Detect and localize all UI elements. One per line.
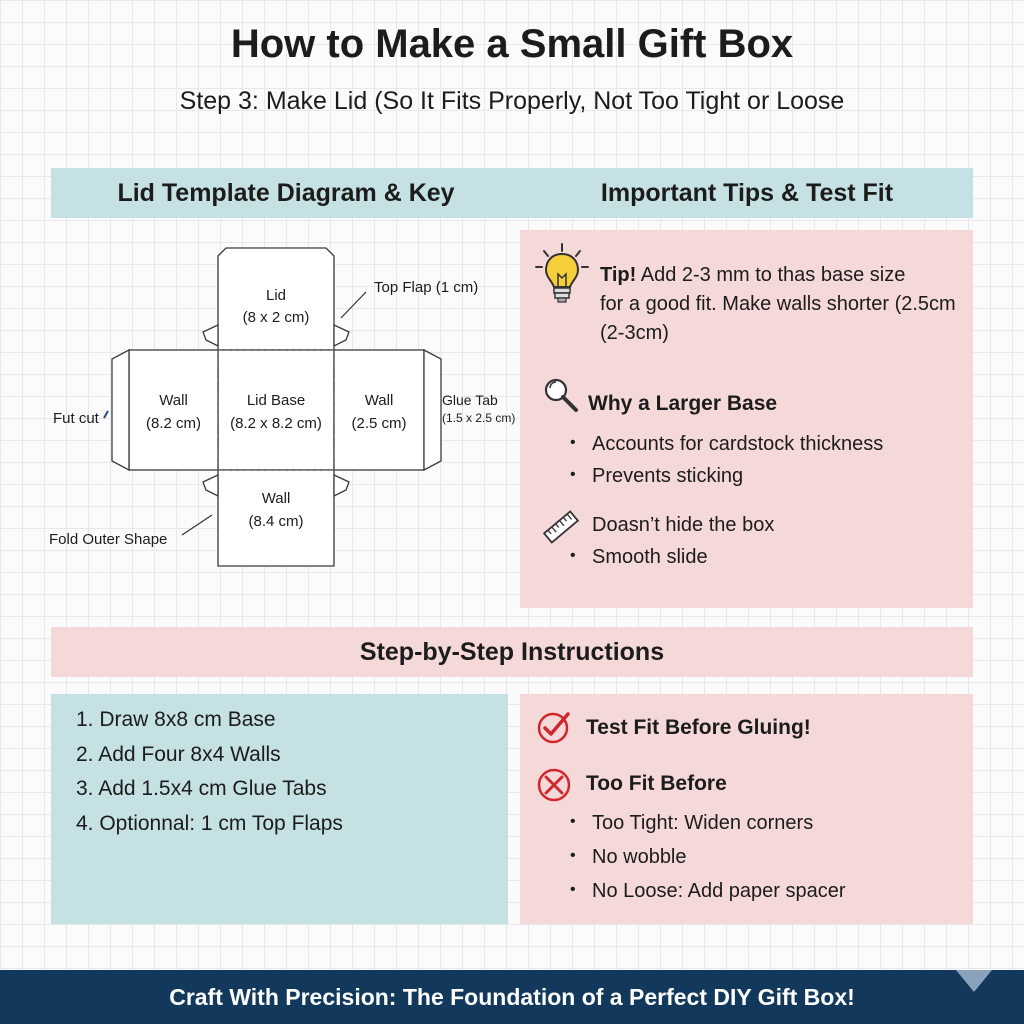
top-header-bar: Lid Template Diagram & Key Important Tip… [51, 168, 973, 218]
tips-section-header: Important Tips & Test Fit [600, 178, 894, 207]
why-bullet-1: •Accounts for cardstock thickness [570, 433, 884, 455]
steps-list: 1. Draw 8x8 cm Base 2. Add Four 8x4 Wall… [76, 703, 343, 841]
diagram-section-header: Lid Template Diagram & Key [117, 178, 455, 207]
page-title: How to Make a Small Gift Box [230, 22, 794, 66]
tip-line-1: Tip! Add 2-3 mm to thas base size [600, 264, 906, 286]
left-wall-label: Wall (8.2 cm) [145, 392, 201, 432]
step-item: 3. Add 1.5x4 cm Glue Tabs [76, 777, 327, 800]
footer-notch [956, 970, 992, 992]
tip-prefix: Tip! [600, 264, 637, 286]
base-label: Lid Base (8.2 x 8.2 cm) [230, 392, 322, 432]
tips-panel: Tip! Add 2-3 mm to thas base size for a … [520, 230, 973, 608]
step-item: 1. Draw 8x8 cm Base [76, 708, 276, 731]
too-fit-title: Too Fit Before [586, 772, 727, 795]
step-item: 2. Add Four 8x4 Walls [76, 742, 281, 766]
check-circle-icon [537, 712, 570, 744]
top-flap-callout: Top Flap (1 cm) [374, 279, 479, 296]
page-subtitle: Step 3: Make Lid (So It Fits Properly, N… [179, 87, 845, 115]
steps-panel: 1. Draw 8x8 cm Base 2. Add Four 8x4 Wall… [51, 694, 508, 924]
fit-bullet-3: •No Loose: Add paper spacer [570, 880, 846, 902]
left-glue-tab [111, 348, 130, 472]
base-panel [217, 349, 335, 471]
fit-bullet-1: •Too Tight: Widen corners [570, 812, 814, 834]
step-item: 4. Optionnal: 1 cm Top Flaps [76, 811, 343, 835]
footer-banner: Craft With Precision: The Foundation of … [0, 970, 1024, 1024]
glue-tab-callout: Glue Tab (1.5 x 2.5 cm) [442, 392, 516, 425]
ruler-icon [542, 510, 580, 544]
fit-bullet-2: •No wobble [570, 846, 687, 868]
fold-outer-callout: Fold Outer Shape [49, 531, 168, 548]
why-bullet-3: •Smooth slide [570, 546, 708, 568]
fut-cut-callout: Fut cut [53, 410, 99, 427]
ruler-item: Doasn’t hide the box [592, 514, 775, 536]
lightbulb-icon [535, 243, 589, 303]
right-wall-panel [333, 349, 425, 471]
tip-line-2: for a good fit. Make walls shorter (2.5c… [600, 293, 956, 315]
bottom-wall-label: Wall (8.4 cm) [248, 490, 304, 530]
lid-template-diagram: Lid (8 x 2 cm) Wall (8.2 cm) Lid Base (8… [40, 228, 530, 588]
lid-label: Lid (8 x 2 cm) [242, 287, 310, 326]
right-wall-label: Wall (2.5 cm) [351, 392, 407, 432]
test-fit-title: Test Fit Before Gluing! [586, 716, 811, 739]
x-circle-icon [537, 768, 571, 802]
why-bullet-2: •Prevents sticking [570, 465, 744, 487]
fit-panel: Test Fit Before Gluing! Too Fit Before •… [520, 694, 973, 924]
steps-section-header: Step-by-Step Instructions [51, 627, 973, 677]
magnifier-icon [544, 378, 578, 412]
tip-line-3: (2-3cm) [600, 322, 669, 344]
right-glue-tab [423, 348, 442, 472]
why-larger-base-title: Why a Larger Base [588, 392, 778, 415]
